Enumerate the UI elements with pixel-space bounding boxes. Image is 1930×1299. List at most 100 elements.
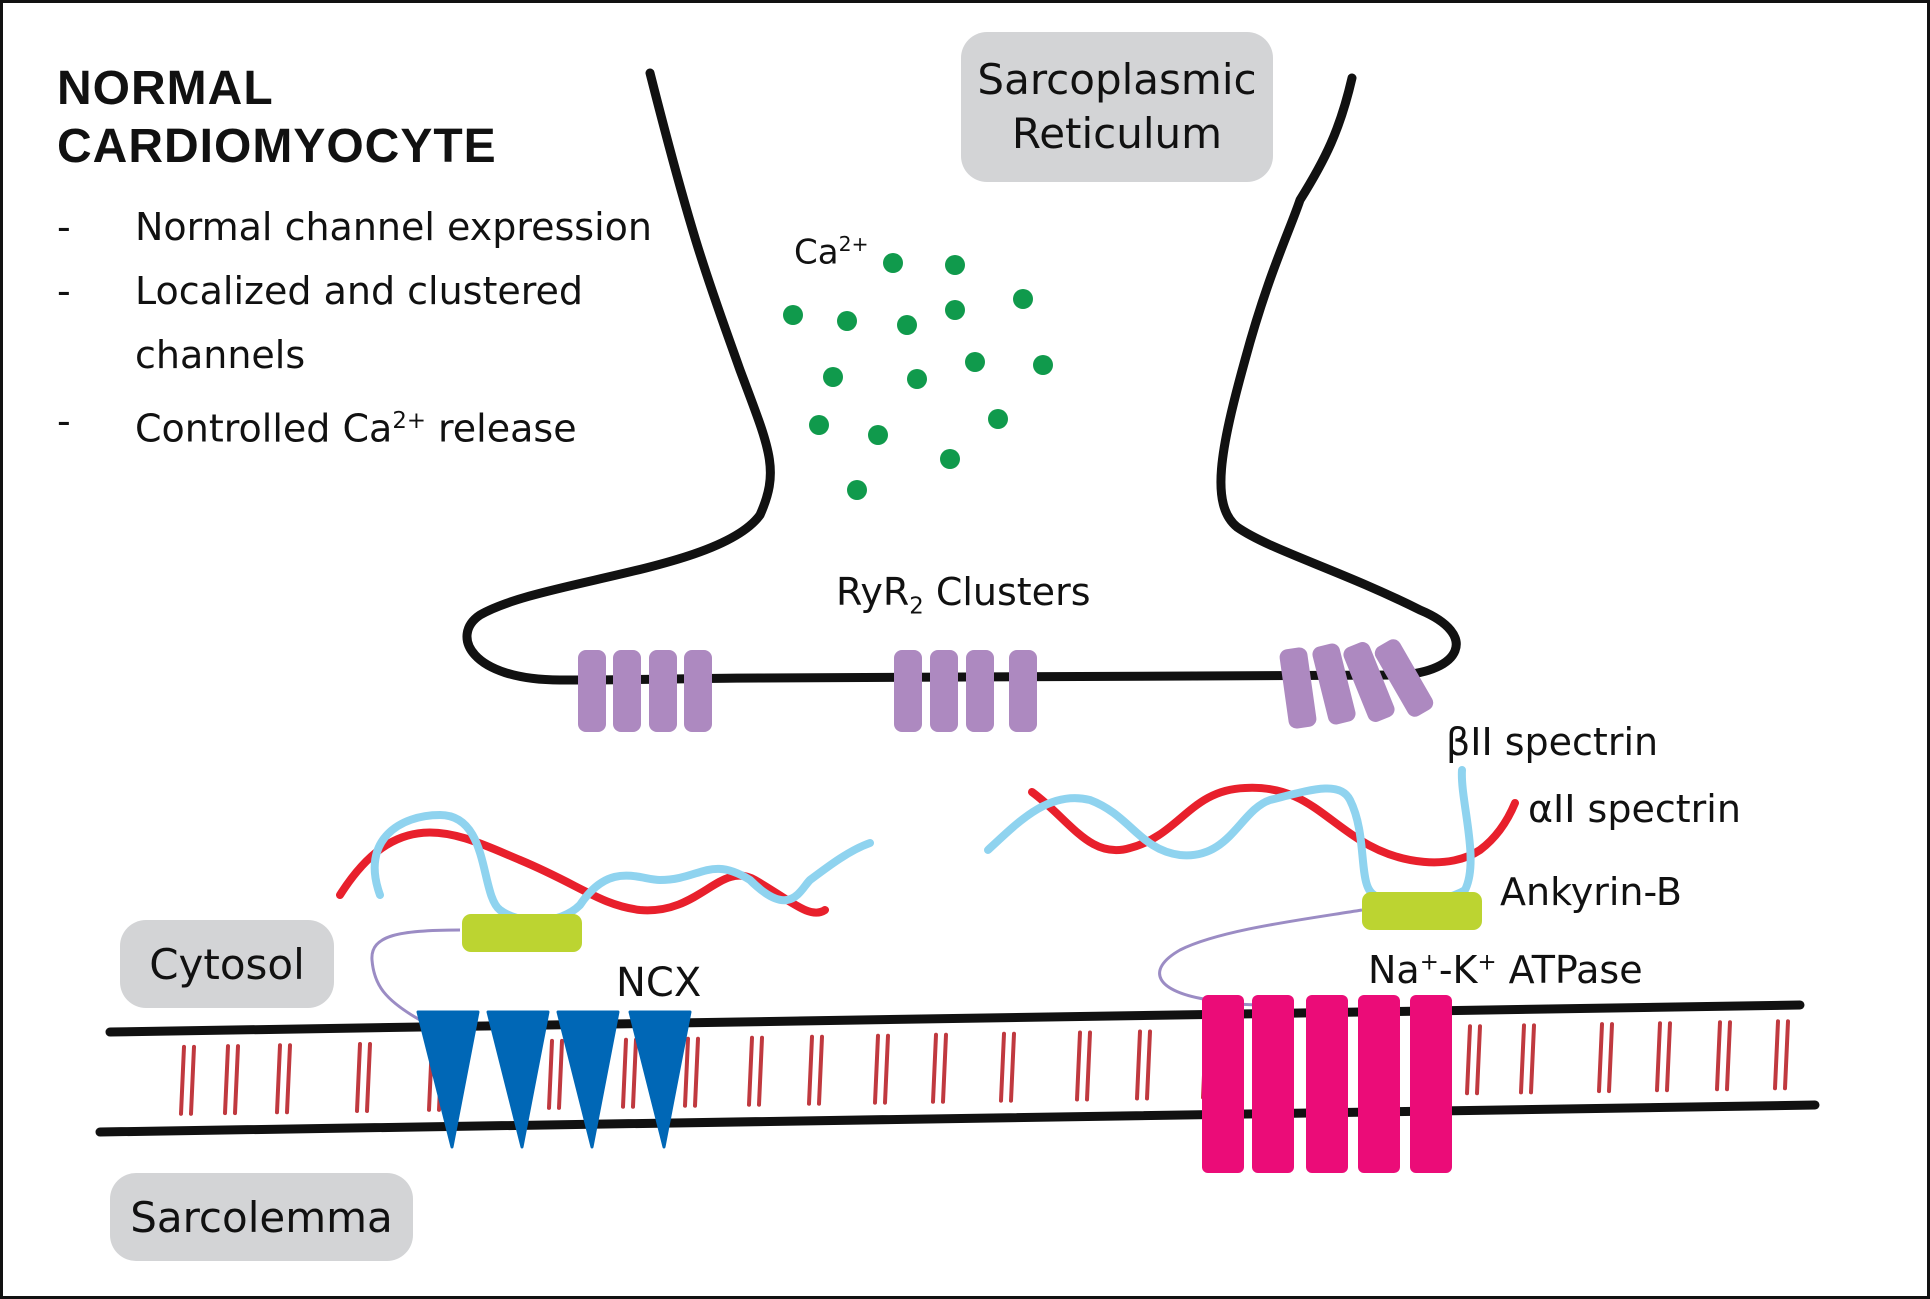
beta-spectrin-label: βII spectrin (1446, 720, 1659, 764)
ryr2-channel (578, 650, 606, 732)
ryr2-channel (1009, 650, 1037, 732)
bullet-text: Localized and clustered (135, 269, 584, 313)
lipid-tail (275, 1043, 282, 1115)
lipid-tail (189, 1044, 196, 1116)
ryr2-channel (613, 650, 641, 732)
nak-label-k-sup: + (1477, 949, 1497, 976)
lipid-tail (1075, 1030, 1082, 1102)
sr-membrane (462, 68, 1461, 685)
lipid-tail (941, 1032, 948, 1104)
lipid-tail (1519, 1023, 1526, 1095)
lipid-tail (631, 1037, 638, 1109)
na-k-atpase-subunit (1252, 995, 1294, 1173)
lipid-tail (757, 1035, 764, 1107)
calcium-label: Ca2+ (794, 232, 869, 272)
lipid-tail (1725, 1020, 1732, 1092)
ankyrin-nak-tether (1158, 908, 1363, 1007)
na-k-atpase-subunit (1358, 995, 1400, 1173)
na-k-atpase-subunit (1306, 995, 1348, 1173)
bullet-text-sup: 2+ (392, 408, 426, 434)
bullet-text-cont: channels (135, 333, 306, 377)
lipid-tail (355, 1042, 362, 1113)
sarcolemma-label: Sarcolemma (130, 1192, 393, 1242)
bilayer-lipid-lines (179, 1019, 1790, 1116)
lipid-tail (1607, 1022, 1614, 1094)
lipid-tail (873, 1033, 880, 1105)
calcium-ion (837, 311, 857, 331)
ryr2-clusters (578, 639, 1434, 732)
alpha-spectrin-left (336, 828, 829, 917)
cytosol-label: Cytosol (149, 939, 305, 989)
calcium-ion (809, 415, 829, 435)
ryr2-channel (930, 650, 958, 732)
calcium-label-text: Ca (794, 232, 839, 273)
bullet-text-rest: release (425, 406, 577, 451)
lipid-tail (557, 1038, 564, 1110)
na-k-atpase-subunit (1410, 995, 1452, 1173)
calcium-ion (883, 253, 903, 273)
ryr2-channel (684, 650, 712, 732)
nak-label-rest: ATPase (1496, 948, 1643, 992)
lipid-tail (179, 1044, 186, 1116)
nak-label-k: -K (1438, 948, 1478, 992)
lipid-tail (547, 1038, 554, 1110)
calcium-ion (945, 255, 965, 275)
ankyrin-ncx-tether (370, 928, 461, 1022)
sr-label-box: Sarcoplasmic Reticulum (961, 32, 1273, 182)
lipid-tail (1135, 1029, 1142, 1101)
lipid-tail (1783, 1019, 1790, 1091)
beta-spectrin-right (984, 766, 1475, 905)
ryr2-label: RyR2 Clusters (836, 570, 1091, 620)
lipid-tail (807, 1034, 814, 1106)
calcium-ion (907, 369, 927, 389)
ryr2-channel (1312, 643, 1356, 725)
ankyrin-b-right (1362, 892, 1482, 930)
lipid-tail (1655, 1021, 1662, 1093)
alpha-spectrin-label: αII spectrin (1528, 787, 1741, 831)
ncx-subunit (416, 1010, 480, 1149)
lipid-tail (1529, 1023, 1536, 1095)
sarcolemma-label-box: Sarcolemma (110, 1173, 413, 1261)
ncx-exchangers (416, 1010, 692, 1149)
lipid-tail (1475, 1024, 1482, 1096)
bullet-dash: - (57, 399, 71, 443)
lipid-tail (747, 1035, 754, 1107)
lipid-tail (1085, 1030, 1092, 1102)
lipid-tail (1145, 1029, 1152, 1101)
lipid-tail (223, 1044, 230, 1116)
sarcolemma-outer-membrane (105, 1000, 1805, 1037)
calcium-ion (988, 409, 1008, 429)
beta-spectrin-left (370, 810, 874, 925)
lipid-tail (1597, 1022, 1604, 1094)
sarcolemma-inner-membrane (95, 1100, 1820, 1137)
lipid-tail (1773, 1019, 1780, 1091)
bullet-text: Controlled Ca2+ release (135, 398, 577, 452)
lipid-tail (285, 1043, 292, 1115)
ankyrin-b-label: Ankyrin-B (1500, 870, 1682, 914)
cytosol-label-box: Cytosol (120, 920, 334, 1008)
calcium-ion (868, 425, 888, 445)
calcium-ion (940, 449, 960, 469)
nak-label-na: Na (1368, 948, 1420, 992)
calcium-ion (897, 315, 917, 335)
lipid-tail (365, 1042, 372, 1113)
calcium-ion (783, 305, 803, 325)
lipid-tail (883, 1033, 890, 1105)
lipid-tail (1465, 1024, 1472, 1096)
ryr2-channel (966, 650, 994, 732)
lipid-tail (1009, 1031, 1016, 1103)
calcium-ion (823, 367, 843, 387)
lipid-tail (931, 1032, 938, 1104)
sr-label-line-2: Reticulum (1011, 109, 1223, 158)
spectrin-right (984, 766, 1519, 905)
heading-line-1: NORMAL (57, 62, 274, 115)
ryr2-channel (649, 650, 677, 732)
nak-label-na-sup: + (1419, 949, 1439, 976)
heading-line-2: CARDIOMYOCYTE (57, 120, 497, 173)
ryr2-channel (1343, 642, 1395, 722)
calcium-ion (945, 300, 965, 320)
calcium-ion (1013, 289, 1033, 309)
